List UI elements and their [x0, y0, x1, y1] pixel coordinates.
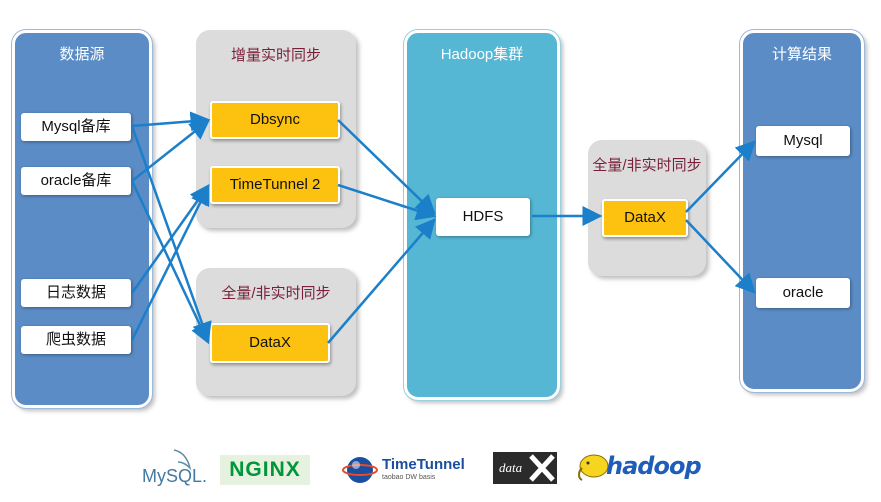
arrow-mysql-to-datax	[130, 125, 212, 343]
nginx-logo: NGINX	[220, 455, 310, 485]
datax-x-mark	[529, 454, 555, 482]
result-mysql: Mysql	[756, 126, 850, 156]
hadoop-logo-text: hadoop	[606, 452, 702, 480]
result-oracle: oracle	[756, 278, 850, 308]
dbsync-box: Dbsync	[210, 101, 340, 139]
mysql-logo: MySQL.	[140, 448, 207, 488]
source-logs: 日志数据	[21, 279, 131, 307]
source-crawler: 爬虫数据	[21, 326, 131, 354]
nginx-logo-text: NGINX	[229, 458, 301, 481]
arrow-datax-to-oracle	[685, 219, 756, 294]
arrow-datax-to-hdfs	[327, 218, 436, 344]
arrow-dbsync-to-hdfs	[337, 119, 436, 215]
results-panel: 计算结果	[739, 29, 865, 393]
timetunnel-logo-subtitle: taobao DW basis	[382, 474, 436, 481]
datax-logo: data	[493, 452, 557, 484]
hadoop-logo: hadoop	[576, 448, 702, 486]
hadoop-elephant-icon	[578, 454, 609, 481]
arrow-mysql-to-dbsync	[131, 111, 211, 132]
full-sync-title-2: 全量/非实时同步	[592, 157, 702, 174]
source-mysql: Mysql备库	[21, 113, 131, 141]
timetunnel-logo: TimeTunnel taobao DW basis	[342, 450, 465, 488]
mysql-logo-text: MySQL.	[142, 466, 206, 486]
full-sync-title-1: 全量/非实时同步	[221, 285, 331, 302]
incremental-sync-title: 增量实时同步	[230, 47, 321, 64]
arrow-crawler-to-timetunnel	[130, 184, 210, 341]
datax-logo-text: data	[499, 460, 523, 475]
hdfs-box: HDFS	[436, 198, 530, 236]
timetunnel-logo-text: TimeTunnel	[382, 456, 465, 473]
results-title: 计算结果	[771, 46, 832, 63]
datax-box-2: DataX	[602, 199, 688, 237]
arrow-datax-to-mysql	[685, 140, 756, 213]
arrow-timetunnel-to-hdfs	[337, 183, 437, 221]
arrow-logs-to-timetunnel	[130, 183, 210, 294]
arrow-oracle-to-dbsync	[131, 119, 210, 182]
hadoop-cluster-title: Hadoop集群	[440, 46, 524, 63]
sources-title: 数据源	[59, 46, 105, 63]
source-oracle: oracle备库	[21, 167, 131, 195]
